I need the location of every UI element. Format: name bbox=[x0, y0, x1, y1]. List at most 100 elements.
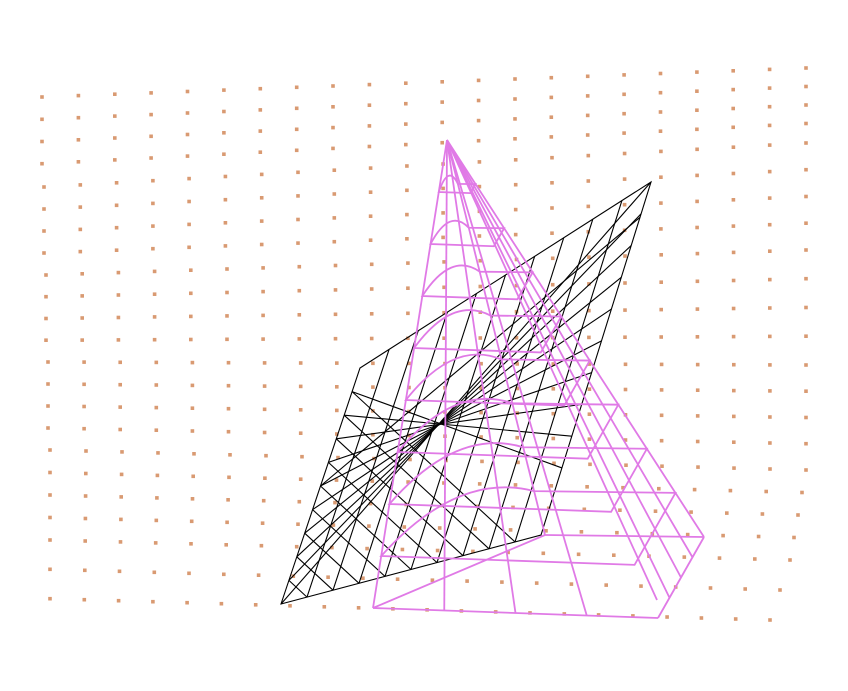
point-marker bbox=[405, 237, 409, 241]
point-marker bbox=[550, 231, 554, 235]
magenta-mesh-ring bbox=[404, 353, 592, 407]
black-mesh-edge bbox=[328, 372, 592, 463]
point-marker bbox=[153, 541, 158, 545]
point-marker bbox=[288, 604, 292, 608]
point-marker bbox=[767, 143, 772, 147]
point-marker bbox=[728, 488, 733, 493]
point-marker bbox=[731, 334, 736, 339]
point-marker bbox=[550, 282, 555, 287]
point-marker bbox=[695, 439, 700, 444]
magenta-mesh-edge bbox=[446, 139, 682, 578]
point-marker bbox=[658, 110, 663, 114]
point-marker bbox=[623, 281, 627, 285]
point-marker bbox=[404, 142, 408, 147]
point-marker bbox=[367, 124, 372, 128]
point-marker bbox=[639, 584, 643, 588]
point-marker bbox=[804, 363, 808, 367]
point-marker bbox=[731, 224, 736, 228]
point-marker bbox=[587, 387, 592, 391]
point-marker bbox=[297, 337, 302, 341]
point-marker bbox=[659, 388, 664, 392]
point-marker bbox=[332, 168, 337, 172]
point-marker bbox=[506, 550, 510, 555]
point-marker bbox=[407, 385, 411, 390]
point-marker bbox=[576, 552, 581, 557]
point-marker bbox=[696, 465, 700, 469]
point-marker bbox=[440, 80, 444, 84]
point-marker bbox=[768, 363, 772, 367]
point-marker bbox=[478, 336, 483, 340]
point-marker bbox=[189, 337, 193, 342]
point-marker bbox=[149, 91, 153, 95]
point-marker bbox=[476, 78, 481, 83]
point-marker bbox=[262, 407, 267, 412]
point-marker bbox=[369, 312, 374, 316]
point-marker bbox=[733, 617, 738, 621]
point-marker bbox=[185, 111, 190, 115]
magenta-mesh-edge bbox=[446, 139, 671, 599]
point-marker bbox=[588, 462, 592, 467]
point-marker bbox=[653, 509, 658, 513]
point-marker bbox=[546, 506, 551, 511]
point-marker bbox=[406, 480, 410, 484]
point-marker bbox=[476, 138, 481, 143]
point-marker bbox=[405, 212, 409, 217]
point-marker bbox=[118, 382, 122, 387]
point-marker bbox=[513, 232, 518, 237]
point-marker bbox=[185, 89, 190, 94]
point-marker bbox=[48, 567, 52, 572]
point-marker bbox=[407, 433, 411, 438]
point-marker bbox=[587, 437, 592, 441]
black-mesh-edge bbox=[320, 216, 641, 487]
point-marker bbox=[368, 166, 373, 170]
point-marker bbox=[731, 171, 736, 176]
point-marker bbox=[44, 273, 48, 277]
point-marker bbox=[658, 71, 663, 76]
point-marker bbox=[767, 123, 772, 128]
point-marker bbox=[480, 459, 484, 464]
point-marker bbox=[659, 280, 663, 284]
point-marker bbox=[82, 382, 86, 387]
point-marker bbox=[264, 453, 268, 458]
point-marker bbox=[405, 164, 409, 168]
point-marker bbox=[476, 98, 481, 103]
point-marker bbox=[659, 227, 663, 231]
point-marker bbox=[113, 158, 117, 162]
point-marker bbox=[152, 570, 157, 575]
point-marker bbox=[333, 336, 338, 341]
point-marker bbox=[513, 182, 518, 187]
point-marker bbox=[114, 181, 119, 185]
point-marker bbox=[585, 94, 590, 98]
point-marker bbox=[189, 314, 193, 319]
point-marker bbox=[332, 239, 337, 244]
magenta-mesh-ring bbox=[412, 309, 563, 354]
point-marker bbox=[369, 336, 374, 341]
point-marker bbox=[114, 248, 119, 252]
point-marker bbox=[792, 535, 796, 540]
point-marker bbox=[689, 510, 693, 514]
point-marker bbox=[768, 334, 772, 339]
point-marker bbox=[732, 388, 736, 393]
point-marker bbox=[612, 553, 616, 557]
point-marker bbox=[552, 461, 556, 466]
point-marker bbox=[804, 194, 808, 199]
point-marker bbox=[368, 214, 373, 218]
point-marker bbox=[804, 141, 808, 145]
point-marker bbox=[258, 108, 263, 112]
point-marker bbox=[622, 92, 626, 97]
point-marker bbox=[262, 384, 267, 388]
point-marker bbox=[189, 542, 193, 546]
point-marker bbox=[788, 558, 792, 562]
magenta-mesh-edge bbox=[446, 139, 546, 536]
point-marker bbox=[118, 360, 122, 365]
point-marker bbox=[297, 288, 302, 293]
point-marker bbox=[732, 362, 736, 367]
point-marker bbox=[767, 67, 772, 72]
point-marker bbox=[731, 106, 735, 111]
point-marker bbox=[296, 170, 300, 175]
point-marker bbox=[513, 97, 517, 101]
point-marker bbox=[44, 294, 48, 299]
black-mesh-edge bbox=[296, 556, 334, 591]
